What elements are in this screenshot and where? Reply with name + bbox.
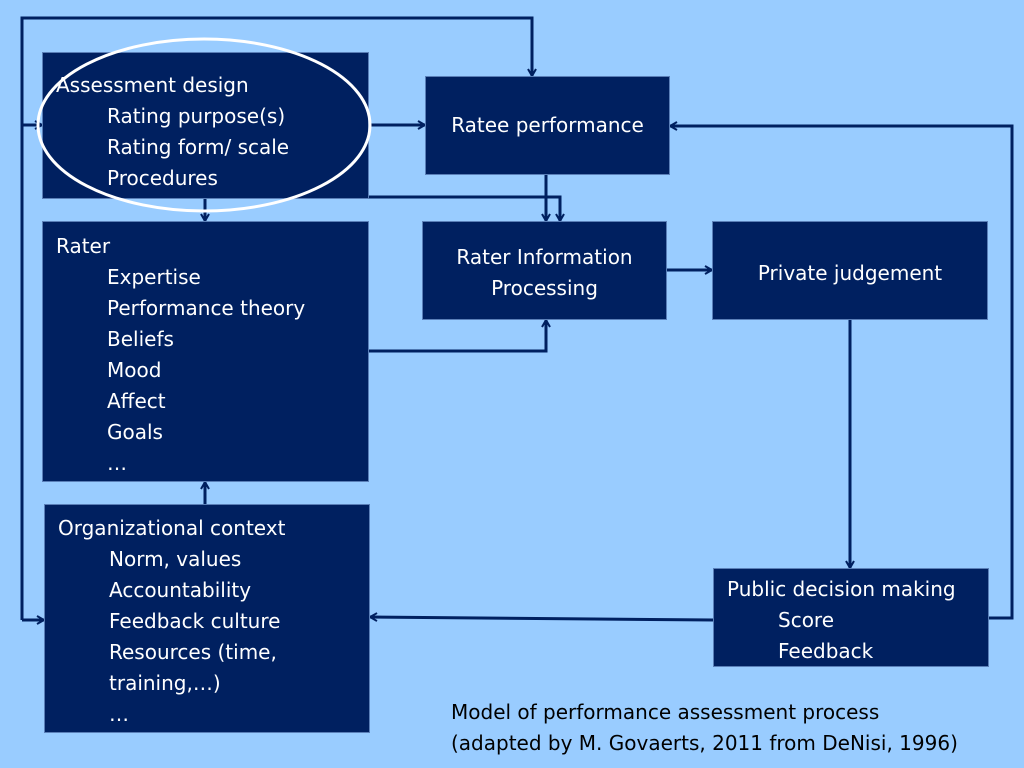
organizational-context-item: training,…) bbox=[109, 671, 221, 695]
assessment-design-item: Rating purpose(s) bbox=[107, 104, 286, 128]
rater-item: Expertise bbox=[107, 265, 201, 289]
arrow-public-to-org bbox=[370, 617, 714, 620]
organizational-context-item: Resources (time, bbox=[109, 640, 277, 664]
assessment-design-item: Rating form/ scale bbox=[107, 135, 290, 159]
rater-item: Affect bbox=[107, 389, 166, 413]
rater-item: Performance theory bbox=[107, 296, 306, 320]
arrow-assessment-to-rip bbox=[369, 195, 560, 221]
organizational-context-item: … bbox=[109, 702, 129, 726]
ratee-performance-title: Ratee performance bbox=[451, 113, 644, 137]
rater-information-processing-line2: Processing bbox=[491, 276, 598, 300]
arrow-rater-to-rip bbox=[369, 320, 546, 353]
assessment-design-box: Assessment design Rating purpose(s) Rati… bbox=[42, 52, 369, 199]
rater-item: … bbox=[107, 451, 127, 475]
rater-information-processing-box: Rater Information Processing bbox=[422, 221, 667, 320]
organizational-context-title: Organizational context bbox=[58, 516, 286, 540]
rater-box: Rater Expertise Performance theory Belie… bbox=[42, 221, 369, 482]
public-decision-making-box: Public decision making Score Feedback bbox=[713, 568, 989, 667]
organizational-context-item: Feedback culture bbox=[109, 609, 281, 633]
private-judgement-title: Private judgement bbox=[757, 261, 943, 285]
private-judgement-box: Private judgement bbox=[712, 221, 988, 320]
assessment-design-item: Procedures bbox=[107, 166, 218, 190]
public-decision-making-item: Score bbox=[778, 608, 835, 632]
rater-item: Goals bbox=[107, 420, 163, 444]
public-decision-making-item: Feedback bbox=[778, 639, 874, 663]
caption-line2: (adapted by M. Govaerts, 2011 from DeNis… bbox=[451, 731, 958, 755]
arrow-public-to-ratee bbox=[670, 126, 1014, 620]
rater-information-processing-line1: Rater Information bbox=[456, 245, 633, 269]
organizational-context-item: Accountability bbox=[109, 578, 252, 602]
figure-caption: Model of performance assessment process … bbox=[451, 697, 958, 759]
rater-item: Mood bbox=[107, 358, 162, 382]
organizational-context-box: Organizational context Norm, values Acco… bbox=[44, 504, 370, 733]
rater-title: Rater bbox=[56, 234, 111, 258]
caption-line1: Model of performance assessment process bbox=[451, 700, 880, 724]
ratee-performance-box: Ratee performance bbox=[425, 76, 670, 175]
organizational-context-item: Norm, values bbox=[109, 547, 242, 571]
rater-item: Beliefs bbox=[107, 327, 174, 351]
assessment-design-title: Assessment design bbox=[56, 73, 249, 97]
public-decision-making-title: Public decision making bbox=[727, 577, 956, 601]
arrow-loop-to-ratee bbox=[20, 16, 532, 620]
